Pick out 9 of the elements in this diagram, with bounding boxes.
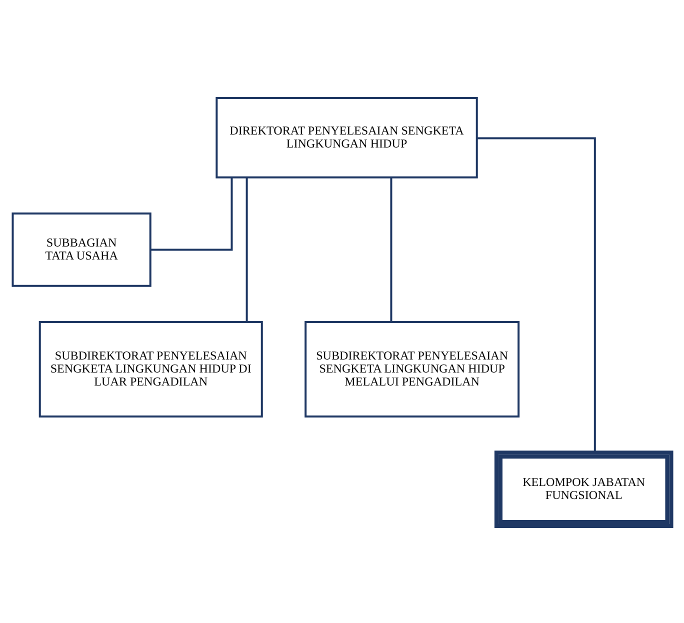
node-box: SUBBAGIAN TATA USAHA [12,212,152,286]
connector [390,177,392,322]
node-box: DIREKTORAT PENYELESAIAN SENGKETA LINGKUNGAN HIDUP [216,96,478,178]
connector [477,136,596,452]
node-box: SUBDIREKTORAT PENYELESAIAN SENGKETA LINGKUNGAN HIDUP DI LUAR PENGADILAN [38,320,263,417]
connector [150,177,233,250]
node-box: KELOMPOK JABATAN FUNGSIONAL [494,450,674,528]
node-box: SUBDIREKTORAT PENYELESAIAN SENGKETA LINGKUNGAN HIDUP MELALUI PENGADILAN [304,320,520,417]
connector [246,177,248,322]
